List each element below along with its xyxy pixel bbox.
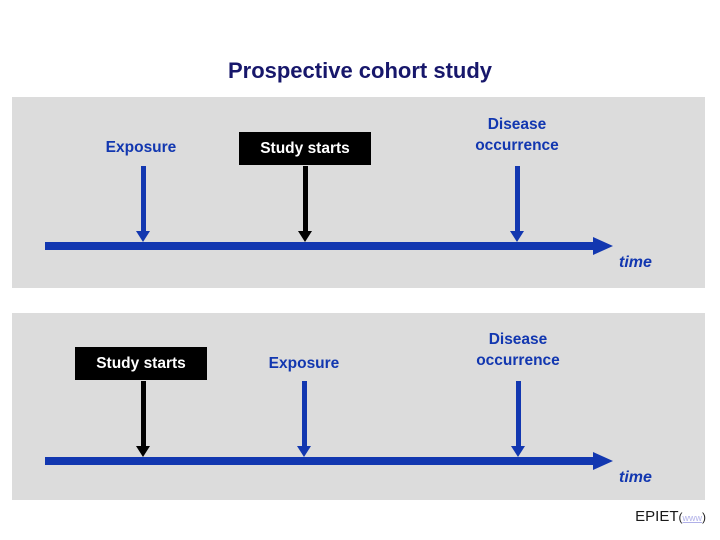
page-title: Prospective cohort study — [227, 58, 493, 83]
panel-prospective — [12, 97, 705, 288]
panel2-marker-label-exposure: Exposure — [268, 355, 340, 372]
panel2-marker-label-disease-occurrence: Disease occurrence — [476, 331, 560, 369]
panel2-drop-arrow-study-starts — [136, 381, 151, 457]
panel-retrospective — [12, 313, 705, 500]
arrow-stem — [302, 381, 307, 446]
panel1-marker-label-disease-occurrence: Disease occurrence — [475, 116, 559, 154]
panel1-drop-arrow-exposure — [136, 166, 151, 242]
footer-org-label: EPIET — [635, 508, 679, 525]
panel1-timeline-axis — [45, 237, 613, 255]
arrow-stem — [141, 166, 146, 231]
panel2-drop-arrow-disease-occurrence — [511, 381, 526, 457]
arrow-stem — [303, 166, 308, 231]
footer-open-paren: ( — [678, 510, 683, 524]
panel2-time-caption: time — [619, 469, 652, 486]
footer-www-link[interactable]: www — [682, 513, 703, 523]
panel1-marker-label-study-starts: Study starts — [239, 132, 371, 165]
panel2-marker-label-study-starts: Study starts — [75, 347, 207, 380]
arrow-head-right-icon — [593, 452, 613, 470]
footer-credit: EPIET(www) — [635, 508, 706, 525]
arrow-stem — [515, 166, 520, 231]
arrow-head-down-icon — [510, 231, 524, 242]
panel2-drop-arrow-exposure — [297, 381, 312, 457]
arrow-head-down-icon — [297, 446, 311, 457]
footer-close-paren: ) — [702, 510, 706, 524]
panel1-drop-arrow-disease-occurrence — [510, 166, 525, 242]
arrow-stem — [141, 381, 146, 446]
arrow-stem — [516, 381, 521, 446]
timeline-bar — [45, 242, 595, 250]
panel2-timeline-axis — [45, 452, 613, 470]
panel1-drop-arrow-study-starts — [298, 166, 313, 242]
panel1-time-caption: time — [619, 254, 652, 271]
arrow-head-down-icon — [136, 446, 150, 457]
arrow-head-right-icon — [593, 237, 613, 255]
arrow-head-down-icon — [298, 231, 312, 242]
timeline-bar — [45, 457, 595, 465]
panel1-marker-label-exposure: Exposure — [105, 139, 177, 156]
arrow-head-down-icon — [511, 446, 525, 457]
arrow-head-down-icon — [136, 231, 150, 242]
